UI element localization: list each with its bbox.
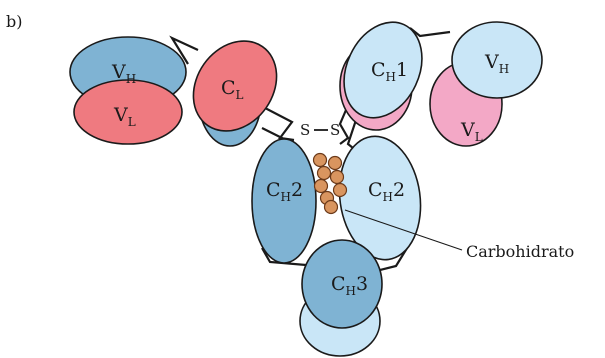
right-heavy-hinge-chain [338,27,469,161]
vl-left-label: VL [113,104,136,129]
vh-left-label: VH [111,61,136,86]
ch1-right-label: CH1 [371,59,408,84]
ch2-left-domain [251,138,317,264]
disulfide-sulfur-2: S [330,121,340,139]
vl-left-domain [73,79,183,145]
ch2-right-label: CH2 [368,179,405,204]
cl-left-label: CL [221,77,244,102]
vh-right-domain [451,21,543,99]
ch1-right-domain [343,21,423,119]
ch2-left-label: CH2 [266,179,303,204]
panel-label: b) [6,12,22,31]
carbohydrate-cluster [312,152,348,215]
vh-right-label: VH [484,51,509,76]
cl-left-domain [192,40,278,132]
carbohydrate-label: Carbohidrato [466,242,574,261]
carbohydrate-leader-line [344,209,463,251]
disulfide-sulfur-1: S [300,121,310,139]
ch3-domain [301,239,383,329]
ch3-label: CH3 [331,273,368,298]
vl-right-label: VL [460,119,483,144]
left-lower-chain [261,247,319,268]
